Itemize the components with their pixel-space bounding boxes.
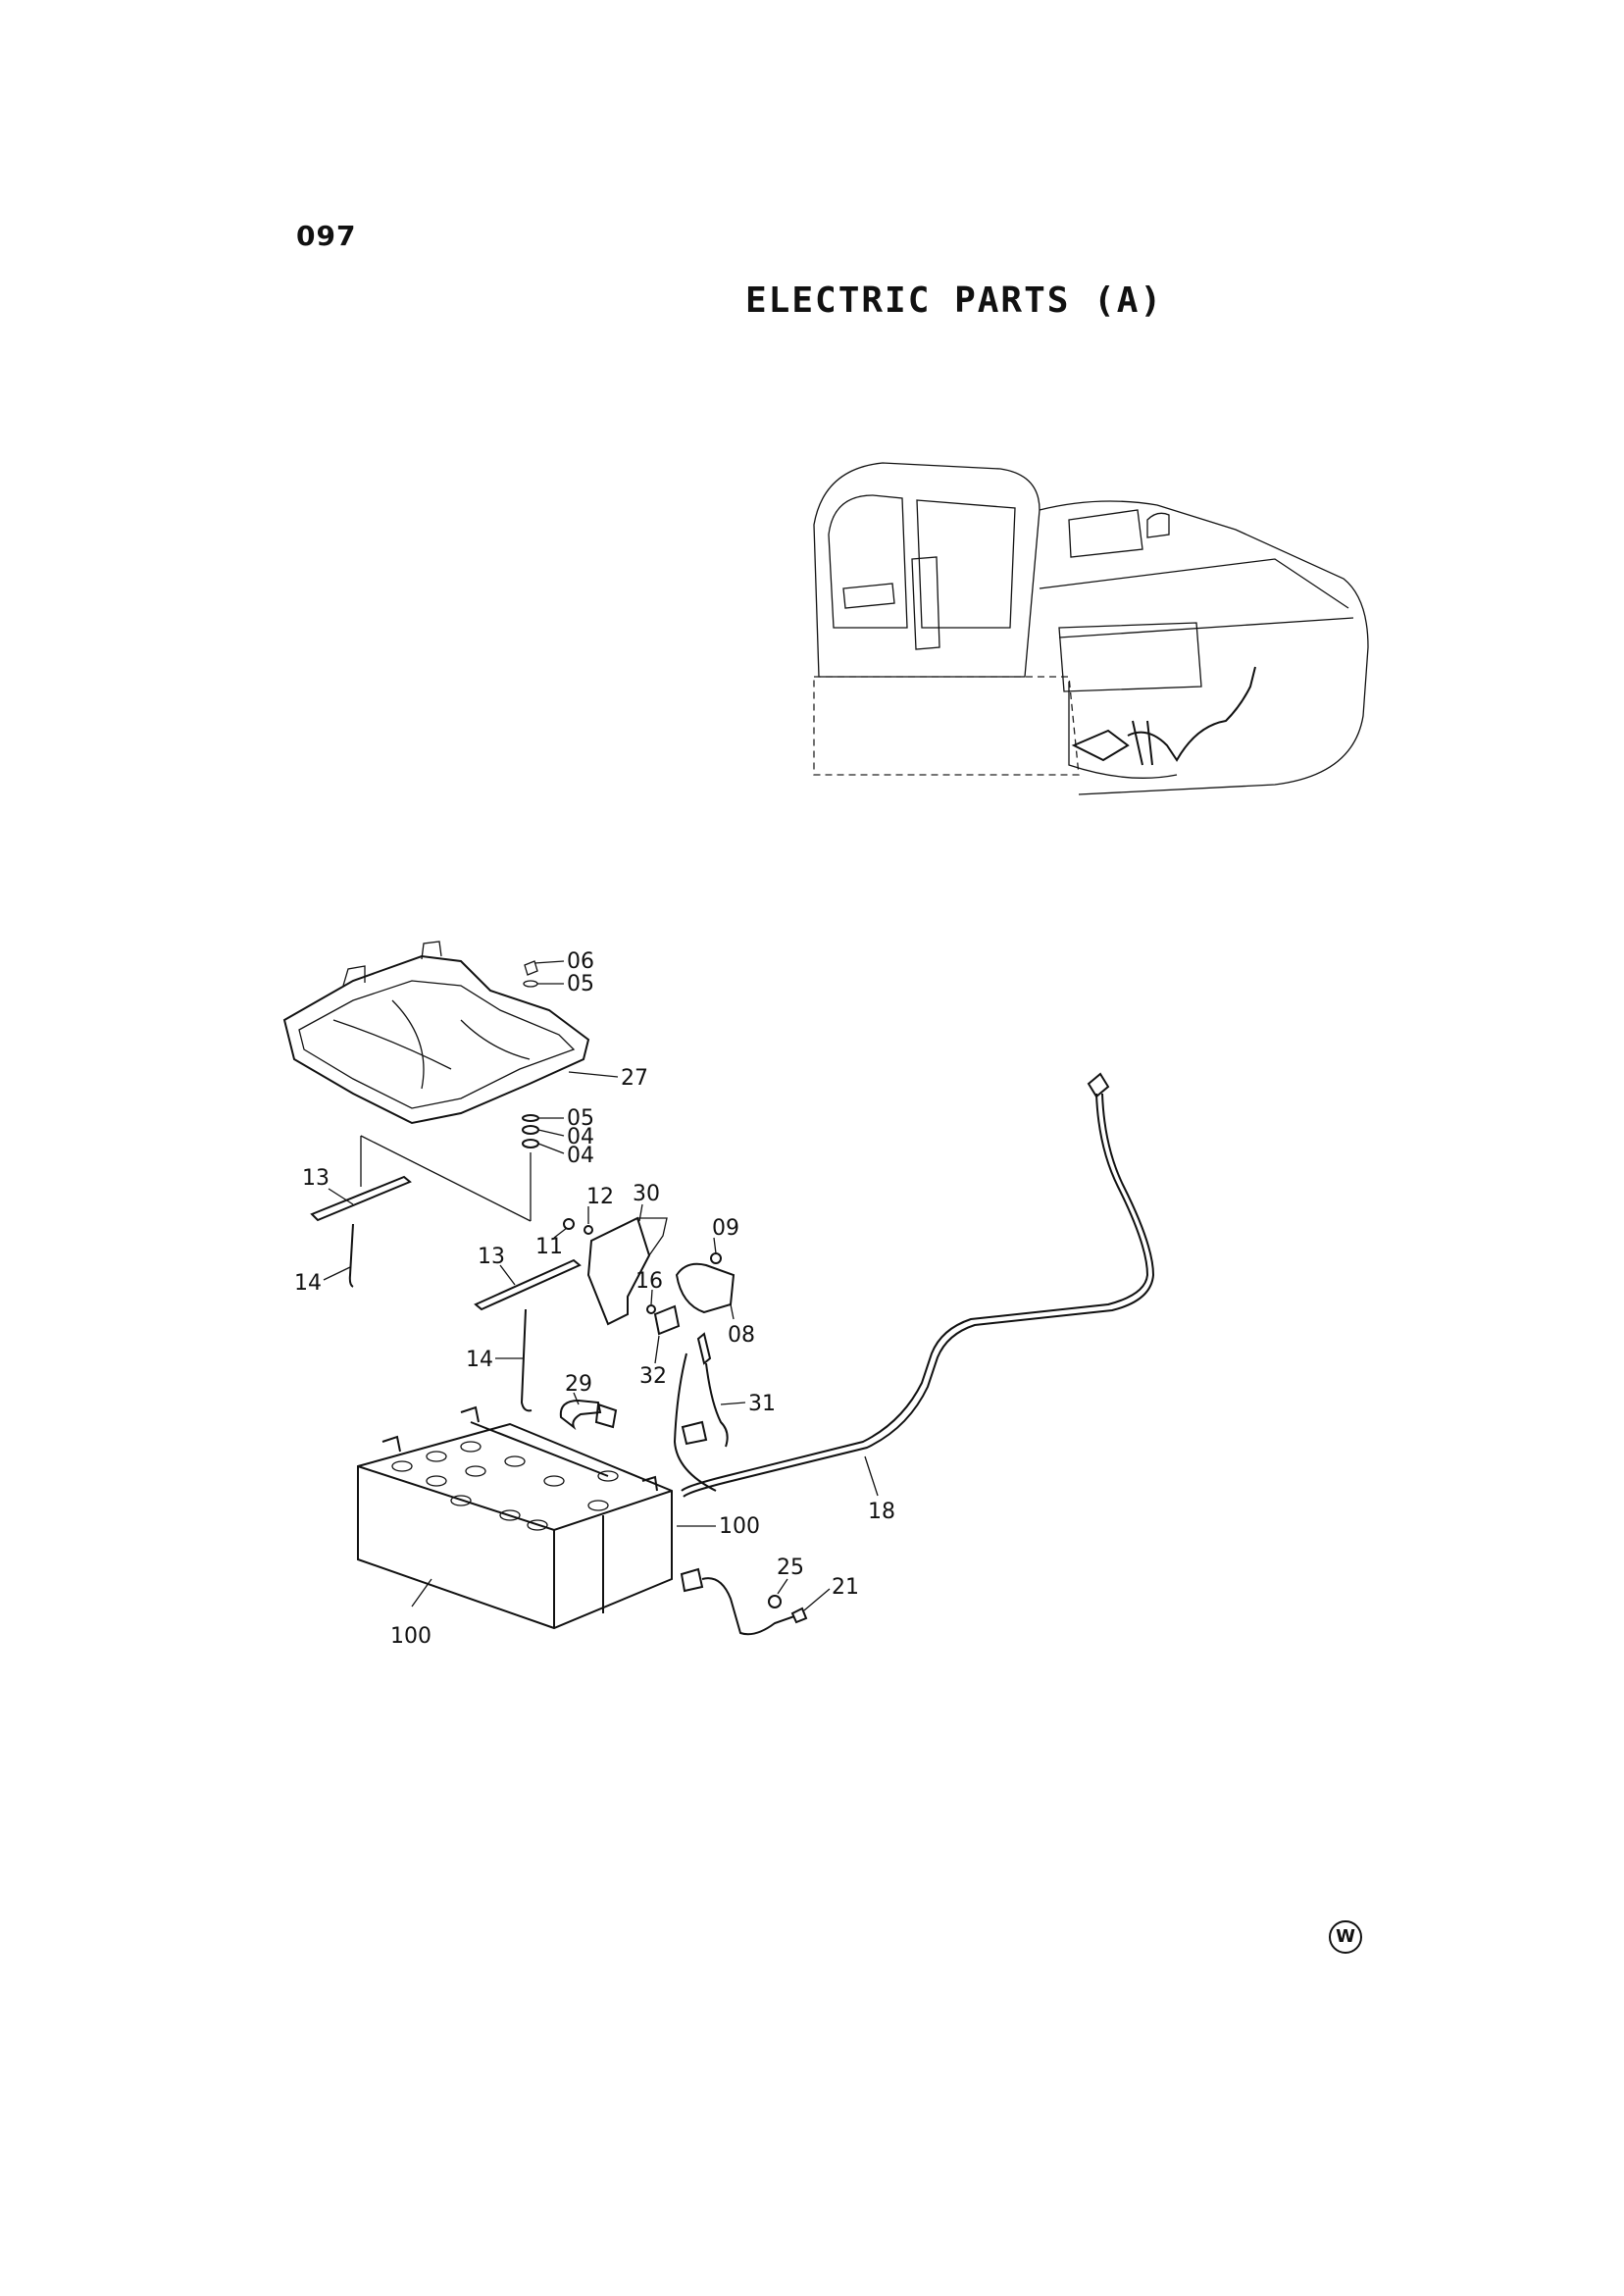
ground-cable-21 [680, 1567, 808, 1636]
callout-18: 18 [868, 1500, 895, 1524]
hold-down-channels [310, 1175, 582, 1412]
machine-overview-illustration [813, 462, 1369, 795]
callout-13: 13 [478, 1245, 505, 1269]
page-number: 097 [296, 220, 357, 252]
callout-25: 25 [777, 1556, 804, 1580]
callout-14: 14 [294, 1271, 322, 1296]
callout-09: 09 [712, 1216, 739, 1241]
callout-05: 05 [567, 972, 594, 996]
callout-100: 100 [719, 1514, 760, 1539]
callout-32: 32 [639, 1364, 667, 1389]
battery-cable-18 [681, 1072, 1155, 1498]
callout-12: 12 [586, 1185, 614, 1209]
callout-11: 11 [535, 1235, 563, 1259]
relay-harness-31 [673, 1352, 729, 1492]
callout-30: 30 [633, 1182, 660, 1206]
callout-14: 14 [466, 1348, 493, 1372]
callout-29: 29 [565, 1372, 592, 1397]
callout-100: 100 [390, 1624, 431, 1649]
callout-31: 31 [748, 1392, 776, 1416]
callout-06: 06 [567, 949, 594, 974]
callout-27: 27 [621, 1066, 648, 1091]
callout-04: 04 [567, 1125, 594, 1149]
callout-21: 21 [832, 1575, 859, 1600]
battery-strap-29 [559, 1399, 618, 1431]
callout-08: 08 [728, 1323, 755, 1348]
callout-labels: 06 05 27 05 04 04 13 12 30 09 11 13 14 1… [294, 949, 895, 1649]
batteries-100 [357, 1405, 673, 1630]
callout-16: 16 [635, 1269, 663, 1294]
publisher-mark: W [1329, 1920, 1362, 1954]
callout-13: 13 [302, 1166, 330, 1191]
callout-leaders [323, 960, 879, 1611]
page-title: ELECTRIC PARTS (A) [745, 281, 1164, 321]
callout-04: 04 [567, 1144, 594, 1168]
callout-05: 05 [567, 1106, 594, 1131]
cover-plate-27 [282, 941, 590, 1125]
